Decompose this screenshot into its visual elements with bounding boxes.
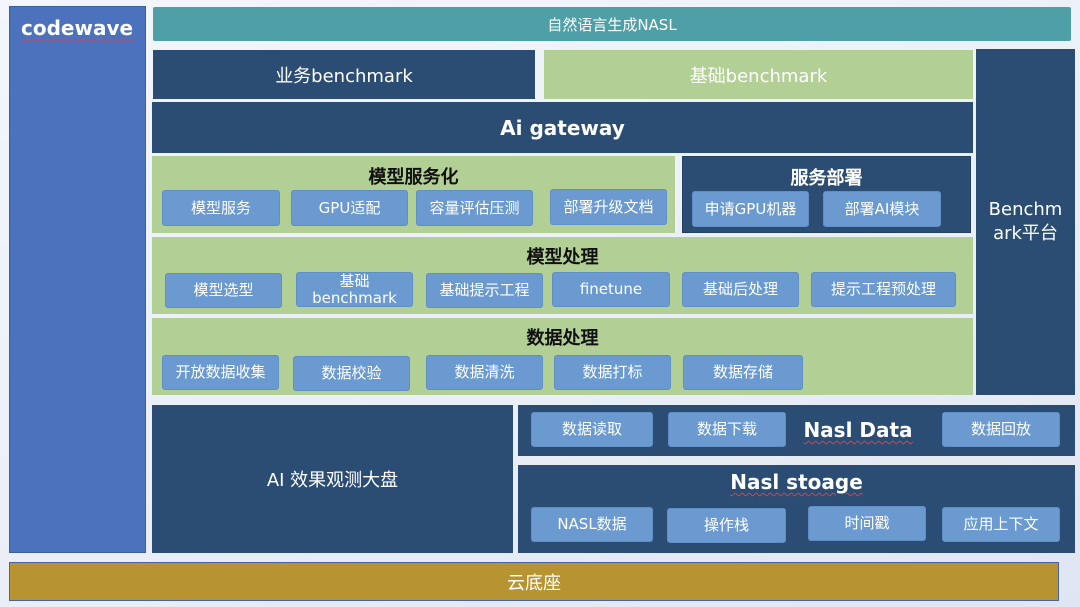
nasl-data-block: 数据读取 数据下载 Nasl Data 数据回放 xyxy=(518,405,1075,456)
model-processing-item[interactable]: 基础后处理 xyxy=(682,272,799,307)
model-processing-item[interactable]: 基础提示工程 xyxy=(426,273,543,308)
nl-to-nasl-bar: 自然语言生成NASL xyxy=(153,7,1071,41)
nasl-data-item[interactable]: 数据下载 xyxy=(668,412,786,447)
nl-to-nasl-label: 自然语言生成NASL xyxy=(547,15,677,34)
model-service-item[interactable]: 部署升级文档 xyxy=(550,189,667,225)
data-processing-item[interactable]: 数据清洗 xyxy=(426,355,543,390)
cloud-base-block: 云底座 xyxy=(9,562,1059,601)
nasl-data-title: Nasl Data xyxy=(803,418,913,442)
ai-dashboard-block: AI 效果观测大盘 xyxy=(152,405,513,553)
nasl-storage-item[interactable]: 应用上下文 xyxy=(942,507,1060,542)
nasl-storage-item[interactable]: NASL数据 xyxy=(531,507,653,542)
brand-label: codewave xyxy=(21,16,134,40)
model-processing-item[interactable]: finetune xyxy=(552,272,670,307)
model-processing-item[interactable]: 提示工程预处理 xyxy=(811,272,956,307)
codewave-sidebar: codewave xyxy=(9,6,146,553)
basic-benchmark-label: 基础benchmark xyxy=(689,65,828,87)
business-benchmark-label: 业务benchmark xyxy=(275,65,413,87)
data-processing-item[interactable]: 数据存储 xyxy=(683,355,803,390)
data-processing-block: 数据处理 开放数据收集 数据校验 数据清洗 数据打标 数据存储 xyxy=(152,318,973,395)
basic-benchmark-block: 基础benchmark xyxy=(544,50,973,99)
nasl-storage-block: Nasl stoage NASL数据 操作栈 时间戳 应用上下文 xyxy=(518,465,1075,553)
ai-dashboard-label: AI 效果观测大盘 xyxy=(266,470,399,491)
nasl-storage-title: Nasl stoage xyxy=(730,470,863,494)
service-deploy-item[interactable]: 部署AI模块 xyxy=(823,191,941,227)
cloud-base-label: 云底座 xyxy=(507,572,561,594)
model-processing-item[interactable]: 模型选型 xyxy=(165,273,282,308)
model-service-block: 模型服务化 模型服务 GPU适配 容量评估压测 部署升级文档 xyxy=(152,156,675,233)
model-processing-item[interactable]: 基础 benchmark xyxy=(296,272,413,307)
nasl-storage-item[interactable]: 操作栈 xyxy=(667,508,786,543)
data-processing-title: 数据处理 xyxy=(526,328,599,349)
model-service-item[interactable]: 容量评估压测 xyxy=(416,190,533,226)
ai-gateway-block: Ai gateway xyxy=(152,102,973,153)
data-processing-item[interactable]: 数据校验 xyxy=(293,356,410,391)
model-service-title: 模型服务化 xyxy=(368,167,459,188)
service-deploy-item[interactable]: 申请GPU机器 xyxy=(692,191,809,227)
model-processing-block: 模型处理 模型选型 基础 benchmark 基础提示工程 finetune 基… xyxy=(152,237,973,314)
model-service-item[interactable]: 模型服务 xyxy=(162,190,280,226)
model-processing-title: 模型处理 xyxy=(526,247,599,268)
service-deploy-title: 服务部署 xyxy=(790,168,863,189)
data-processing-item[interactable]: 数据打标 xyxy=(554,355,671,390)
benchmark-platform-block: Benchmark平台 xyxy=(976,49,1075,395)
nasl-data-item[interactable]: 数据读取 xyxy=(531,412,653,447)
nasl-data-item[interactable]: 数据回放 xyxy=(942,412,1060,447)
ai-gateway-label: Ai gateway xyxy=(500,115,625,140)
nasl-storage-item[interactable]: 时间戳 xyxy=(808,506,926,541)
service-deploy-block: 服务部署 申请GPU机器 部署AI模块 xyxy=(682,156,971,233)
data-processing-item[interactable]: 开放数据收集 xyxy=(162,355,279,390)
business-benchmark-block: 业务benchmark xyxy=(153,50,535,99)
benchmark-platform-label: Benchmark平台 xyxy=(988,199,1063,244)
model-service-item[interactable]: GPU适配 xyxy=(291,190,408,226)
